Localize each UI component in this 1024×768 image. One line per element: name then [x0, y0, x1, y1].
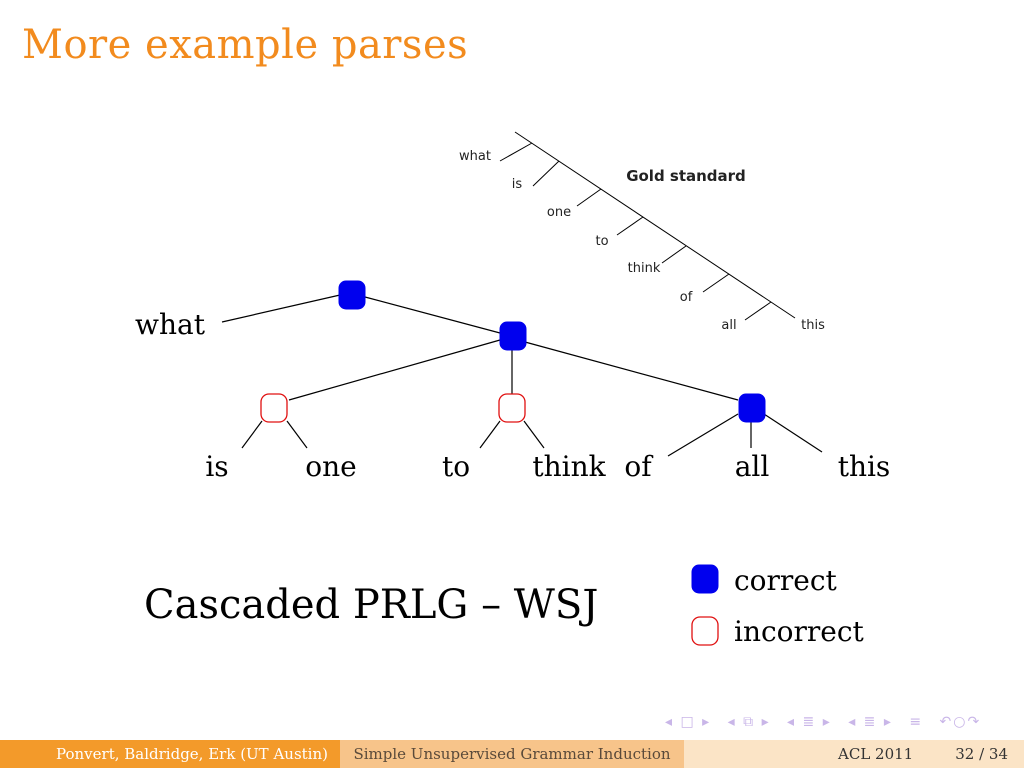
nav-search-icon[interactable]: ↶○↷	[939, 714, 982, 730]
footer-page-number: 32 / 34	[955, 745, 1008, 763]
gold-word-all: all	[721, 318, 736, 333]
edge-tothink-think	[523, 420, 545, 449]
gold-word-of: of	[680, 290, 693, 305]
nav-align-icon[interactable]: ≡	[909, 714, 924, 730]
word-one: one	[305, 450, 356, 483]
gold-word-what: what	[459, 149, 491, 164]
word-this: this	[838, 450, 891, 483]
word-to: to	[442, 450, 470, 483]
edge-ofallthis-this	[763, 413, 823, 453]
edge-mid-isone	[288, 339, 501, 401]
gold-word-one: one	[547, 205, 571, 220]
gold-branch-of	[702, 273, 730, 293]
node-ofallthis-correct	[738, 393, 766, 423]
gold-branch-think	[661, 245, 687, 264]
gold-branch-what	[499, 142, 533, 162]
word-of: of	[624, 450, 654, 483]
node-isone-incorrect	[260, 393, 288, 423]
legend-incorrect-swatch	[691, 616, 719, 646]
edge-ofallthis-of	[667, 413, 739, 457]
main-tree-edges	[221, 294, 823, 457]
footer-authors: Ponvert, Baldridge, Erk (UT Austin)	[0, 740, 340, 768]
footer-talk-title: Simple Unsupervised Grammar Induction	[340, 740, 684, 768]
gold-branch-all	[744, 301, 772, 321]
nav-next-icon[interactable]: ◂ ≣ ▸	[848, 714, 893, 730]
slide-footer: Ponvert, Baldridge, Erk (UT Austin) Simp…	[0, 740, 1024, 768]
nav-prev-section-icon[interactable]: ◂ ⧉ ▸	[727, 714, 771, 730]
edge-root-what	[221, 294, 341, 323]
gold-word-think: think	[628, 261, 661, 276]
gold-word-is: is	[512, 177, 523, 192]
nav-prev-subsection-icon[interactable]: ◂ ≣ ▸	[787, 714, 832, 730]
gold-word-this: this	[801, 318, 825, 333]
gold-standard-label: Gold standard	[626, 167, 746, 185]
gold-branch-one	[576, 188, 602, 207]
edge-isone-one	[286, 420, 308, 449]
legend-correct-label: correct	[734, 564, 838, 597]
footer-venue: ACL 2011	[838, 745, 914, 763]
edge-isone-is	[241, 420, 263, 449]
gold-standard-tree	[499, 131, 796, 321]
word-all: all	[735, 450, 770, 483]
edge-tothink-to	[479, 420, 501, 449]
gold-spine	[514, 131, 796, 319]
word-think: think	[532, 450, 606, 483]
word-what: what	[135, 308, 206, 341]
tree-caption: Cascaded PRLG – WSJ	[144, 582, 598, 628]
edge-root-mid	[364, 296, 501, 334]
word-is: is	[205, 450, 228, 483]
legend-incorrect-label: incorrect	[734, 615, 865, 648]
gold-word-to: to	[595, 234, 608, 249]
slide-title: More example parses	[22, 22, 469, 68]
edge-mid-ofallthis	[524, 341, 739, 401]
parse-diagram: what is one to think of all this Gold st…	[135, 131, 891, 648]
footer-right: ACL 2011 32 / 34	[684, 740, 1024, 768]
beamer-nav-controls: ◂ □ ▸ ◂ ⧉ ▸ ◂ ≣ ▸ ◂ ≣ ▸ ≡ ↶○↷	[665, 714, 991, 730]
node-root-correct	[338, 280, 366, 310]
node-tothink-incorrect	[498, 393, 526, 423]
nav-prev-frame-icon[interactable]: ◂ □ ▸	[665, 714, 712, 730]
legend-correct-swatch	[691, 564, 719, 594]
gold-branch-to	[616, 216, 644, 236]
gold-branch-is	[532, 160, 560, 187]
node-mid-correct	[499, 321, 527, 351]
